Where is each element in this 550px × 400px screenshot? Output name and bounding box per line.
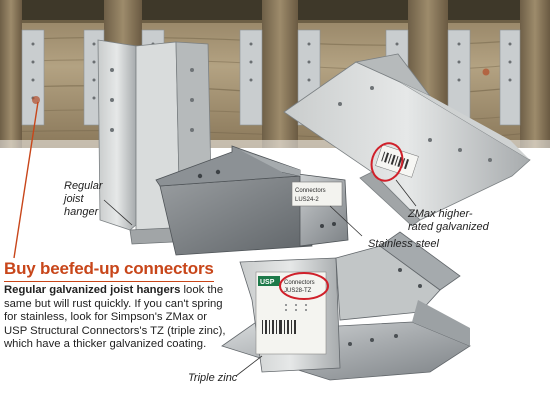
rust-leader-line <box>13 101 39 259</box>
regular-hanger-callout-line-1: Regular <box>64 180 103 192</box>
triple-zinc-brand: USP <box>260 279 275 286</box>
stainless-callout: Stainless steel <box>368 238 439 250</box>
triple-zinc-label-code: JUS28-TZ <box>284 288 312 294</box>
triple-zinc-leader <box>235 355 263 377</box>
triple-zinc-callout: Triple zinc <box>188 372 238 384</box>
stainless-leader <box>329 205 363 237</box>
zmax-callout-line-2: rated galvanized <box>408 221 489 233</box>
article-lead: Regular galvanized joist hangers <box>4 284 181 296</box>
regular-hanger-callout-line-2: joist <box>64 193 84 205</box>
zmax-callout: ZMax higher- rated galvanized <box>408 208 489 234</box>
triple-zinc-highlight-circle <box>279 272 329 300</box>
stainless-label-brand: Connectors <box>295 188 326 194</box>
triple-zinc-label-brand: Connectors <box>284 280 315 286</box>
zmax-callout-line-1: ZMax higher- <box>408 208 473 220</box>
regular-hanger-callout-line-3: hanger <box>64 206 99 218</box>
triple-zinc-hanger: USP Connectors JUS28-TZ <box>221 231 471 381</box>
regular-hanger-leader <box>103 199 133 226</box>
stainless-label-code: LUS24-2 <box>295 197 319 203</box>
zmax-leader <box>395 179 417 207</box>
stainless-hanger: Connectors LUS24-2 <box>155 145 349 256</box>
article-body: Regular galvanized joist hangers look th… <box>4 284 226 352</box>
article-body-text: look the same but will rust quickly. If … <box>4 284 226 351</box>
zmax-highlight-circle <box>370 142 404 182</box>
zmax-hanger <box>283 53 531 227</box>
regular-hanger-callout: Regular joist hanger <box>64 180 103 219</box>
section-heading: Buy beefed-up connectors <box>4 259 214 278</box>
heading-divider <box>4 281 214 282</box>
